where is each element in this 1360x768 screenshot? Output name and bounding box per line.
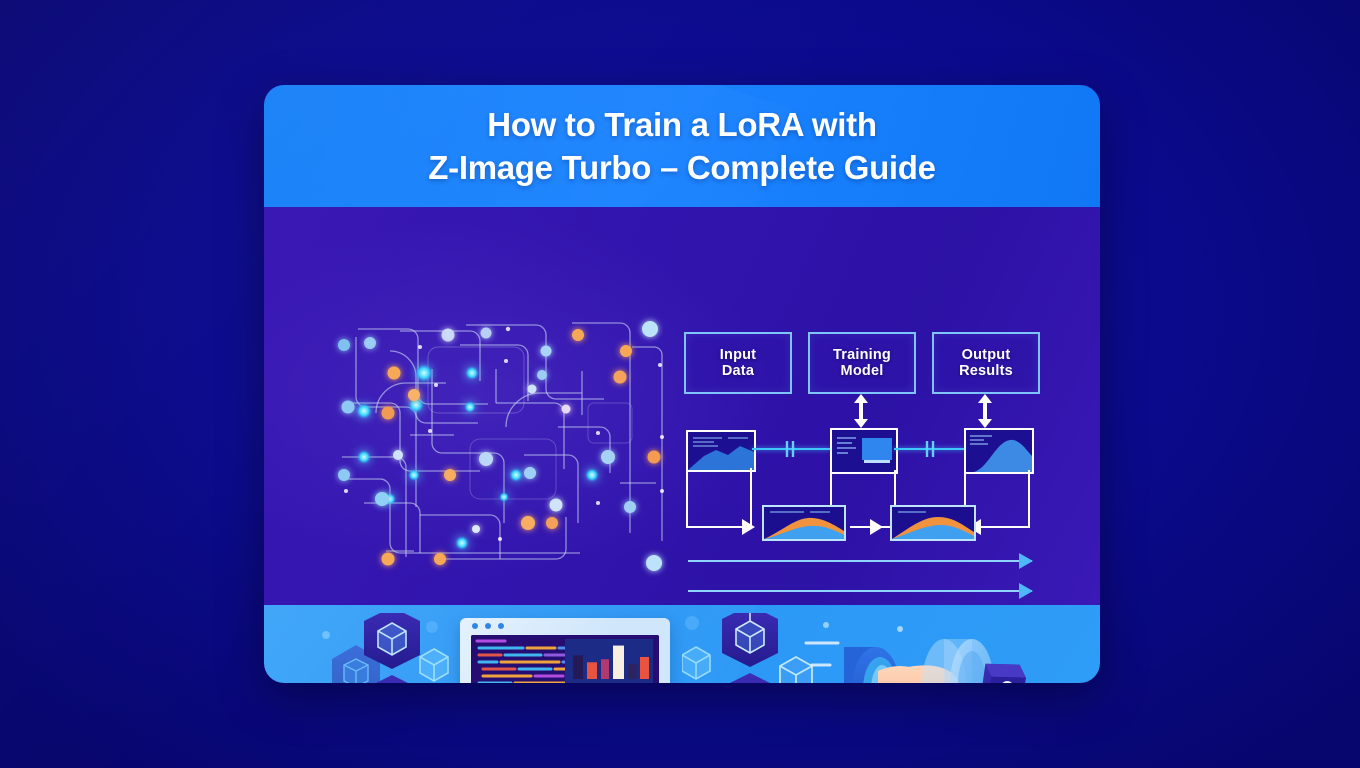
card-middle-band: Input Data Training Model Output Results bbox=[264, 207, 1100, 605]
flow-route-arrow-1 bbox=[742, 519, 755, 535]
page-title-line-1: How to Train a LoRA with bbox=[487, 106, 877, 143]
flow-panel-input-preview bbox=[686, 430, 756, 472]
flow-connector-1 bbox=[752, 448, 830, 450]
flow-box-input-label-1: Input bbox=[719, 347, 757, 363]
hexagon-cubes-left-group bbox=[322, 613, 449, 683]
flow-route-left-bottom bbox=[686, 526, 748, 528]
flow-panel-training-preview bbox=[830, 428, 898, 474]
flow-arrow-output bbox=[978, 394, 992, 428]
flow-box-input: Input Data bbox=[684, 332, 792, 394]
flow-box-training: Training Model bbox=[808, 332, 916, 394]
flow-route-mid bbox=[830, 470, 832, 526]
page-title-line-2: Z-Image Turbo – Complete Guide bbox=[428, 149, 936, 186]
flow-box-output: Output Results bbox=[932, 332, 1040, 394]
neural-network-graph-icon bbox=[338, 321, 664, 571]
flow-long-arrow-2 bbox=[688, 583, 1033, 599]
flow-connector-node-1 bbox=[785, 441, 795, 457]
flow-arrow-training bbox=[854, 394, 868, 428]
flow-connector-node-2 bbox=[925, 441, 935, 457]
flow-box-training-label-1: Training bbox=[833, 347, 891, 363]
flow-route-mid-2 bbox=[894, 470, 896, 526]
code-editor-window bbox=[460, 618, 670, 683]
flow-panel-stage-2 bbox=[890, 505, 976, 541]
hexagon-cubes-right-group bbox=[682, 613, 813, 683]
flow-box-training-label-2: Model bbox=[840, 363, 884, 379]
training-flow-diagram: Input Data Training Model Output Results bbox=[684, 332, 1054, 599]
card-bottom-band bbox=[264, 605, 1100, 683]
flow-long-arrow-1 bbox=[688, 553, 1033, 569]
guide-card: How to Train a LoRA with Z-Image Turbo –… bbox=[264, 85, 1100, 683]
flow-route-right-edge bbox=[1028, 470, 1030, 528]
flow-panel-output-preview bbox=[964, 428, 1034, 474]
flow-route-left-right bbox=[750, 468, 752, 528]
card-header-band: How to Train a LoRA with Z-Image Turbo –… bbox=[264, 85, 1100, 207]
flow-box-input-label-2: Data bbox=[721, 363, 755, 379]
flow-panel-stage-1 bbox=[762, 505, 846, 541]
flow-box-output-label-2: Results bbox=[959, 363, 1013, 379]
flow-route-right-bottom bbox=[972, 526, 1028, 528]
flow-route-left bbox=[686, 464, 688, 528]
flow-route-right bbox=[964, 470, 966, 526]
flow-box-output-label-1: Output bbox=[961, 347, 1011, 363]
flow-connector-2 bbox=[894, 448, 964, 450]
flow-route-arrow-2 bbox=[870, 519, 883, 535]
monitor-screen bbox=[471, 635, 659, 683]
hand-with-cube-icon bbox=[804, 622, 1026, 683]
window-traffic-dots bbox=[472, 623, 504, 629]
